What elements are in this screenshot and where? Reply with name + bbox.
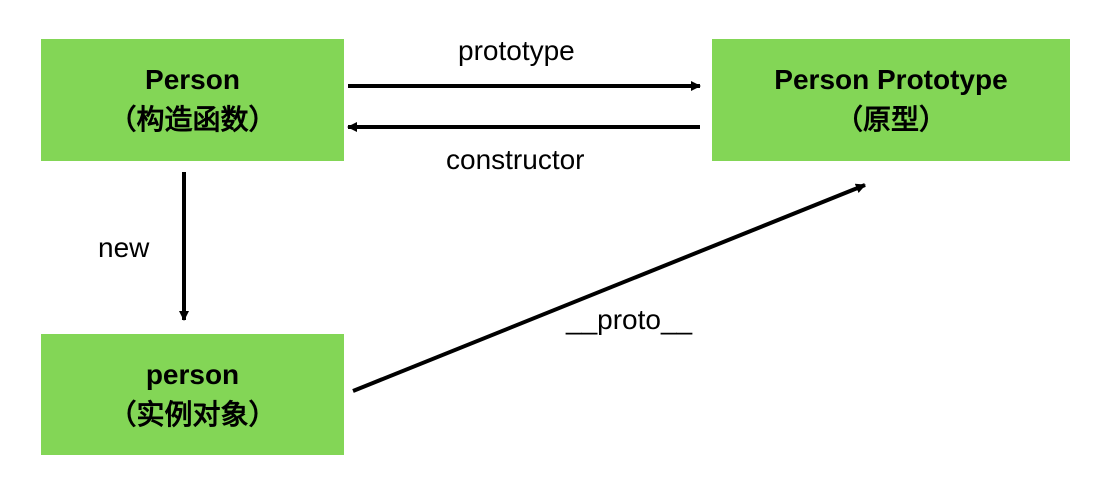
person-constructor-subtitle: （构造函数） [108,104,277,135]
proto-arrow [352,183,866,393]
person-prototype-title: Person Prototype [774,64,1008,95]
prototype-edge-label: prototype [458,35,575,66]
person-instance-node: person （实例对象） [41,334,344,455]
person-constructor-node: Person （构造函数） [41,39,344,161]
person-prototype-node: Person Prototype （原型） [712,39,1070,161]
person-instance-title: person [145,358,240,390]
constructor-edge-label: constructor [446,144,585,175]
person-prototype-subtitle: （原型） [834,104,947,135]
proto-edge-label: __proto__ [566,304,693,335]
new-edge-label: new [98,232,150,263]
person-constructor-title: Person [145,64,240,95]
person-instance-subtitle: （实例对象） [108,398,277,430]
